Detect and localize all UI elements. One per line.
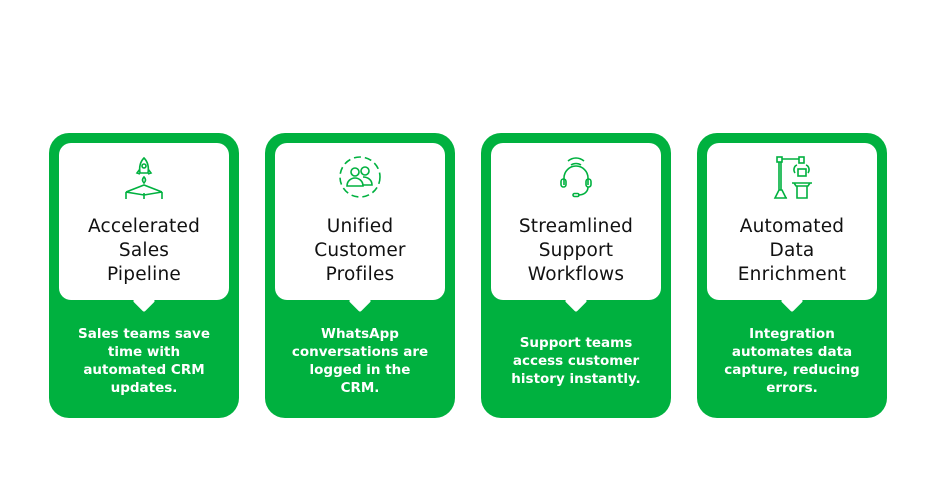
feature-card-support-workflows: Streamlined Support Workflows Support te… — [481, 133, 671, 418]
rocket-launch-icon — [125, 156, 163, 199]
headset-support-icon — [560, 157, 592, 198]
feature-card-data-enrichment: Automated Data Enrichment Integration au… — [697, 133, 887, 418]
card-title: Unified Customer Profiles — [314, 216, 406, 285]
card-description: Support teams access customer history in… — [511, 334, 641, 387]
card-header-panel: Automated Data Enrichment — [707, 143, 877, 300]
card-header-panel: Streamlined Support Workflows — [491, 143, 661, 300]
card-description: Sales teams save time with automated CRM… — [78, 325, 210, 396]
card-title: Automated Data Enrichment — [737, 216, 847, 285]
card-header-panel: Accelerated Sales Pipeline — [59, 143, 229, 300]
card-description: Integration automates data capture, redu… — [724, 325, 860, 396]
card-header-panel: Unified Customer Profiles — [275, 143, 445, 300]
card-title: Accelerated Sales Pipeline — [87, 216, 201, 285]
card-description: WhatsApp conversations are logged in the… — [291, 325, 429, 396]
robotic-arm-icon — [773, 156, 812, 199]
card-title: Streamlined Support Workflows — [518, 216, 634, 285]
feature-card-sales-pipeline: Accelerated Sales Pipeline Sales teams s… — [49, 133, 239, 418]
feature-card-customer-profiles: Unified Customer Profiles WhatsApp conve… — [265, 133, 455, 418]
user-group-icon — [339, 156, 381, 198]
